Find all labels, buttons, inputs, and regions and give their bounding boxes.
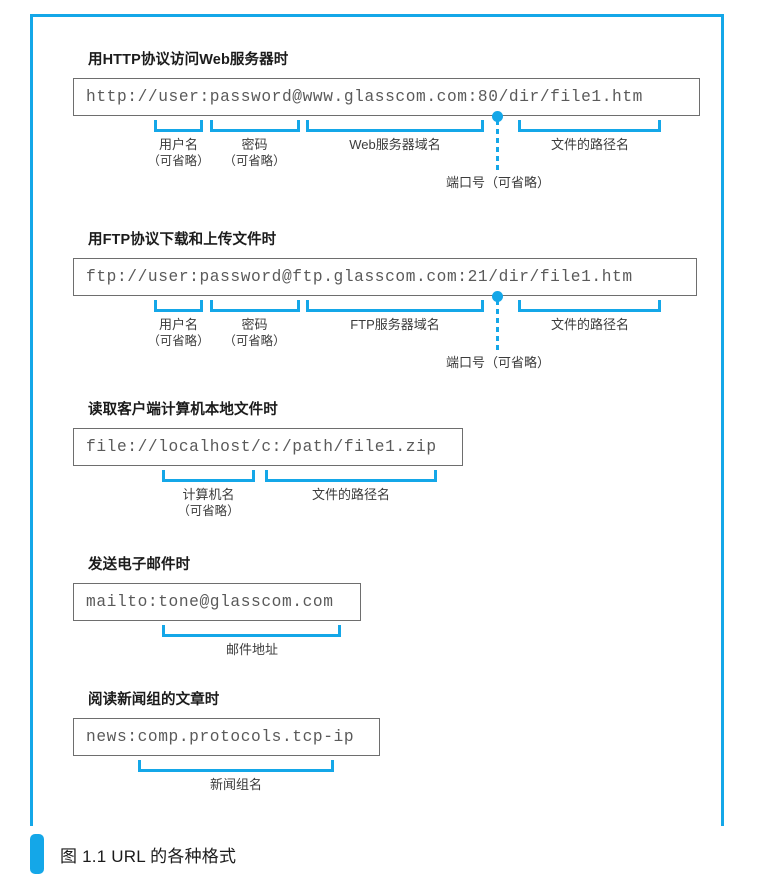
section-mailto: 发送电子邮件时 mailto:tone@glasscom.com 邮件地址 xyxy=(73,553,708,663)
bracket-file-path xyxy=(518,120,661,132)
bracket-password xyxy=(210,300,300,312)
section-file: 读取客户端计算机本地文件时 file://localhost/c:/path/f… xyxy=(73,398,708,528)
section-title-ftp: 用FTP协议下载和上传文件时 xyxy=(88,232,277,248)
label-username: 用户名 （可省略） xyxy=(129,136,228,170)
label-password-text: 密码 xyxy=(241,317,268,332)
section-http: 用HTTP协议访问Web服务器时 http://user:password@ww… xyxy=(73,48,708,198)
label-port-number: 端口号（可省略） xyxy=(445,175,550,190)
label-ftp-server-domain-text: FTP服务器域名 xyxy=(350,317,440,332)
section-title-mailto: 发送电子邮件时 xyxy=(88,557,191,573)
bracket-web-server-domain xyxy=(306,120,484,132)
url-box-mailto[interactable]: mailto:tone@glasscom.com xyxy=(73,583,361,621)
url-text-file: file://localhost/c:/path/file1.zip xyxy=(86,438,437,456)
section-title-file: 读取客户端计算机本地文件时 xyxy=(88,402,278,418)
section-title-http: 用HTTP协议访问Web服务器时 xyxy=(88,52,289,68)
label-ftp-server-domain: FTP服务器域名 xyxy=(316,316,474,333)
port-dot-icon xyxy=(492,291,503,302)
url-box-ftp[interactable]: ftp://user:password@ftp.glasscom.com:21/… xyxy=(73,258,697,296)
label-newsgroup-name-text: 新闻组名 xyxy=(209,777,262,792)
caption-text: 图 1.1 URL 的各种格式 xyxy=(60,847,237,866)
url-box-file[interactable]: file://localhost/c:/path/file1.zip xyxy=(73,428,463,466)
label-computer-name: 计算机名 （可省略） xyxy=(159,486,258,520)
label-password-optional: （可省略） xyxy=(223,334,286,348)
label-file-path: 文件的路径名 xyxy=(281,486,421,503)
label-file-path-text: 文件的路径名 xyxy=(550,137,629,152)
figure-frame xyxy=(30,14,724,826)
section-ftp: 用FTP协议下载和上传文件时 ftp://user:password@ftp.g… xyxy=(73,228,708,378)
label-file-path: 文件的路径名 xyxy=(520,136,660,153)
label-username-text: 用户名 xyxy=(158,137,198,152)
bracket-mail-address xyxy=(162,625,341,637)
label-mail-address-text: 邮件地址 xyxy=(225,642,278,657)
bracket-password xyxy=(210,120,300,132)
label-password-text: 密码 xyxy=(241,137,268,152)
bracket-newsgroup-name xyxy=(138,760,334,772)
port-dot-icon xyxy=(492,111,503,122)
url-text-http: http://user:password@www.glasscom.com:80… xyxy=(86,88,643,106)
label-newsgroup-name: 新闻组名 xyxy=(166,776,306,793)
bracket-computer-name xyxy=(162,470,255,482)
port-dashed-line xyxy=(496,300,499,352)
bracket-file-path xyxy=(265,470,437,482)
caption-accent-bar xyxy=(30,834,44,874)
port-dashed-line xyxy=(496,120,499,172)
label-password: 密码 （可省略） xyxy=(205,316,304,350)
label-password-optional: （可省略） xyxy=(223,154,286,168)
bracket-username xyxy=(154,300,203,312)
label-port-number: 端口号（可省略） xyxy=(445,355,550,370)
url-box-news[interactable]: news:comp.protocols.tcp-ip xyxy=(73,718,380,756)
label-web-server-domain-text: Web服务器域名 xyxy=(349,137,441,152)
label-web-server-domain: Web服务器域名 xyxy=(316,136,474,153)
label-file-path-text: 文件的路径名 xyxy=(550,317,629,332)
url-box-http[interactable]: http://user:password@www.glasscom.com:80… xyxy=(73,78,700,116)
label-password: 密码 （可省略） xyxy=(205,136,304,170)
label-file-path: 文件的路径名 xyxy=(520,316,660,333)
section-title-news: 阅读新闻组的文章时 xyxy=(88,692,220,708)
bracket-username xyxy=(154,120,203,132)
bracket-ftp-server-domain xyxy=(306,300,484,312)
label-mail-address: 邮件地址 xyxy=(182,641,322,658)
label-username-text: 用户名 xyxy=(158,317,198,332)
figure-caption: 图 1.1 URL 的各种格式 xyxy=(30,826,724,880)
bracket-file-path xyxy=(518,300,661,312)
url-text-mailto: mailto:tone@glasscom.com xyxy=(86,593,334,611)
url-text-ftp: ftp://user:password@ftp.glasscom.com:21/… xyxy=(86,268,633,286)
url-text-news: news:comp.protocols.tcp-ip xyxy=(86,728,355,746)
label-computer-name-optional: （可省略） xyxy=(177,504,240,518)
label-file-path-text: 文件的路径名 xyxy=(311,487,390,502)
label-username-optional: （可省略） xyxy=(147,334,210,348)
label-username-optional: （可省略） xyxy=(147,154,210,168)
label-computer-name-text: 计算机名 xyxy=(182,487,235,502)
section-news: 阅读新闻组的文章时 news:comp.protocols.tcp-ip 新闻组… xyxy=(73,688,708,798)
label-username: 用户名 （可省略） xyxy=(129,316,228,350)
